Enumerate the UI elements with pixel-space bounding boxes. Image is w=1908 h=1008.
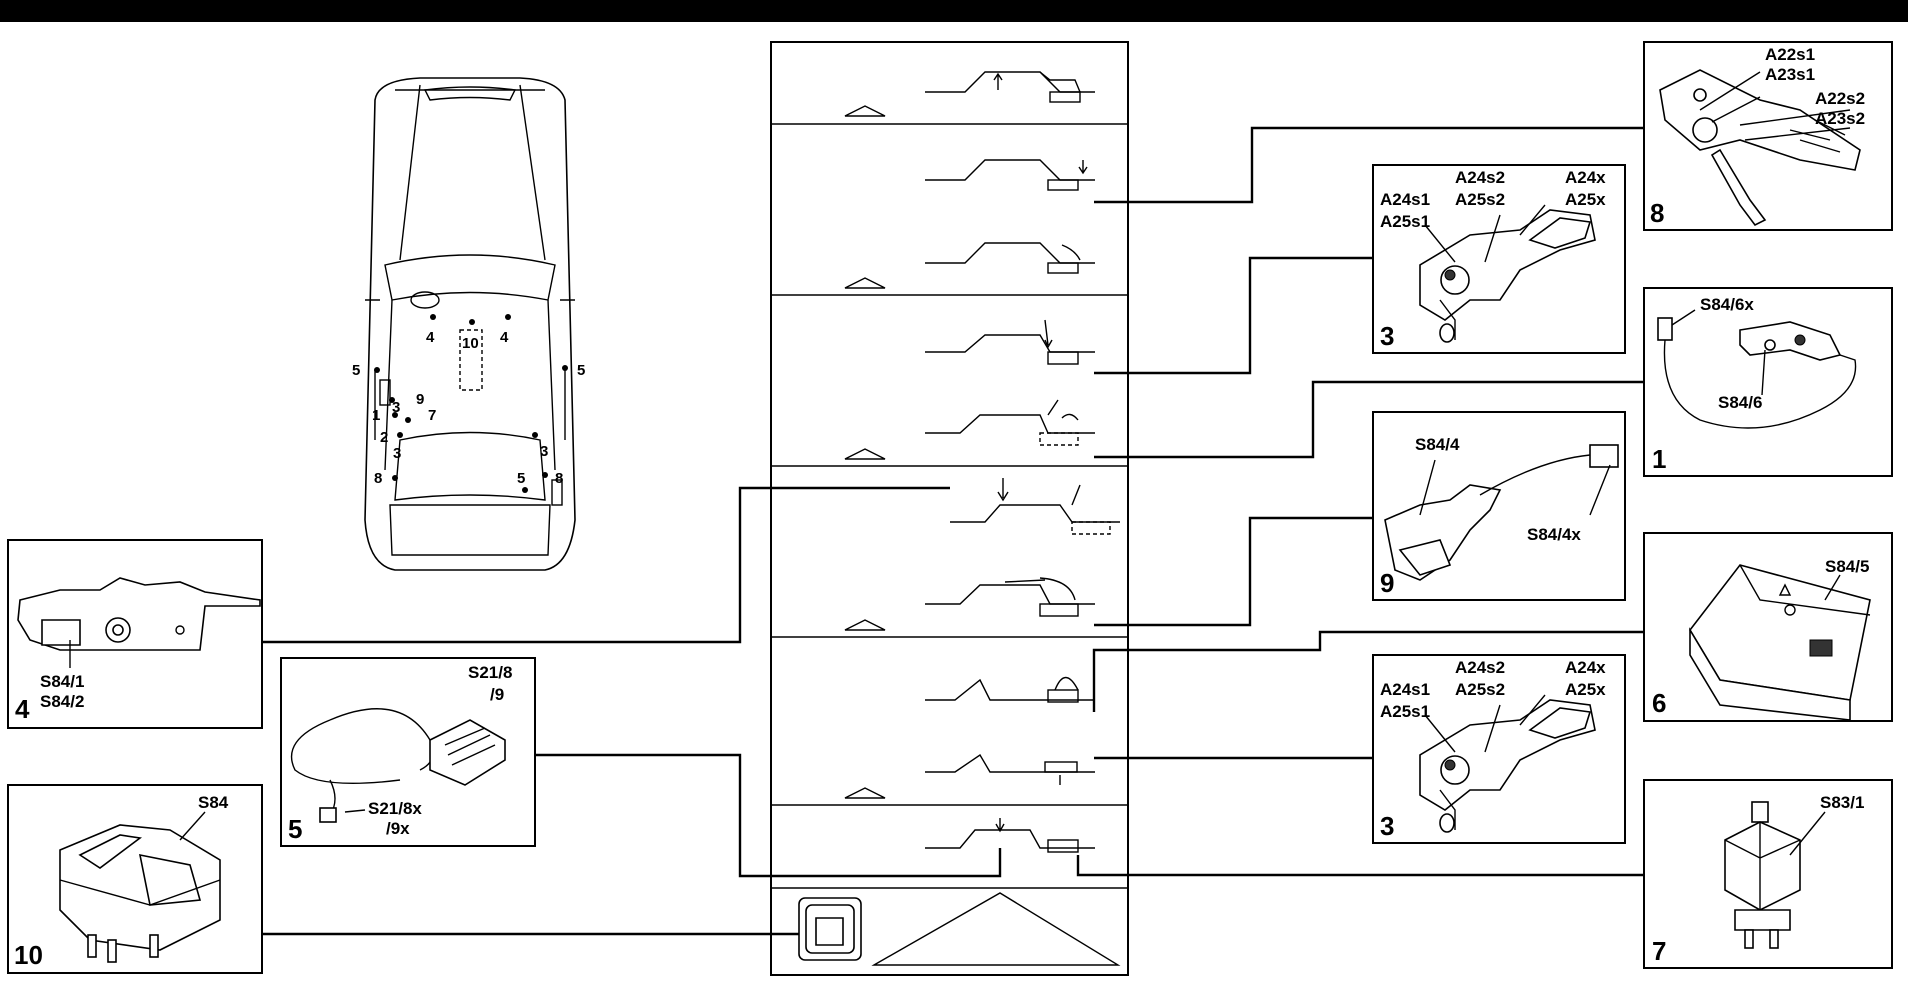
car-top-view: 4 10 4 5 5 1 3 9 2 7 3 3 8 5 8 [352, 77, 585, 571]
label-S21-8: S21/8 [468, 663, 512, 682]
sequence-step-8 [925, 676, 1095, 703]
label-S21-8x: S21/8x [368, 799, 422, 818]
panel-7: S83/1 7 [1643, 779, 1893, 969]
car-marker-7: 7 [428, 407, 436, 424]
car-marker-3-right: 3 [540, 443, 548, 460]
panel-number-3-bottom: 3 [1380, 811, 1394, 841]
label-A25x-b: A25x [1565, 680, 1606, 699]
sequence-step-1 [925, 71, 1095, 103]
panel-number-8: 8 [1650, 198, 1664, 228]
panel-3-bottom: A24s1 A25s1 A24s2 A25s2 A24x A25x 3 [1372, 654, 1626, 844]
sequence-step-7 [925, 577, 1095, 617]
car-marker-8-left: 8 [374, 470, 382, 487]
panel-5: S21/8 /9 S21/8x /9x 5 [280, 657, 536, 847]
sequence-step-5 [925, 399, 1095, 446]
open-roof-triangle [871, 892, 1121, 966]
label-S84: S84 [198, 793, 229, 812]
label-A24s1-b: A24s1 [1380, 680, 1430, 699]
label-A25x: A25x [1565, 190, 1606, 209]
panel-number-1: 1 [1652, 444, 1666, 474]
car-marker-5-left: 5 [352, 362, 360, 379]
label-A25s1: A25s1 [1380, 212, 1430, 231]
label-A24x: A24x [1565, 168, 1606, 187]
label-S84-4x: S84/4x [1527, 525, 1581, 544]
panel-number-5: 5 [288, 814, 302, 844]
car-marker-5-rear: 5 [517, 470, 525, 487]
label-S84-6x: S84/6x [1700, 295, 1754, 314]
label-S84-6: S84/6 [1718, 393, 1762, 412]
label-S84-4: S84/4 [1415, 435, 1460, 454]
label-A24s1: A24s1 [1380, 190, 1430, 209]
panel-6: S84/5 6 [1643, 532, 1893, 722]
panel-8: A22s1 A23s1 A22s2 A23s2 8 [1643, 41, 1893, 231]
panel-1: S84/6x S84/6 1 [1643, 287, 1893, 477]
label-A22s1: A22s1 [1765, 45, 1815, 64]
label-A22s2: A22s2 [1815, 89, 1865, 108]
label-S83-1: S83/1 [1820, 793, 1864, 812]
car-marker-5-right: 5 [577, 362, 585, 379]
car-marker-3-left-lower: 3 [393, 445, 401, 462]
label-A25s1-b: A25s1 [1380, 702, 1430, 721]
car-marker-2: 2 [380, 429, 388, 446]
label-A23s2: A23s2 [1815, 109, 1865, 128]
label-A24x-b: A24x [1565, 658, 1606, 677]
label-S84-2: S84/2 [40, 692, 84, 711]
sequence-step-2 [925, 159, 1095, 191]
label-A24s2: A24s2 [1455, 168, 1505, 187]
label-A25s2: A25s2 [1455, 190, 1505, 209]
panel-number-7: 7 [1652, 936, 1666, 966]
top-band [0, 0, 1908, 22]
panel-number-6: 6 [1652, 688, 1666, 718]
label-A25s2-b: A25s2 [1455, 680, 1505, 699]
sequence-step-3 [925, 242, 1095, 274]
car-marker-4-left: 4 [426, 329, 435, 346]
label-slash-9: /9 [490, 685, 504, 704]
panel-4: S84/1 S84/2 4 [7, 539, 263, 729]
sequence-step-10 [925, 818, 1095, 853]
panel-number-9: 9 [1380, 568, 1394, 598]
car-marker-10: 10 [462, 335, 479, 352]
sequence-step-9 [925, 754, 1095, 785]
label-S84-1: S84/1 [40, 672, 84, 691]
car-marker-8-right: 8 [555, 470, 563, 487]
panel-number-3-top: 3 [1380, 321, 1394, 351]
label-A24s2-b: A24s2 [1455, 658, 1505, 677]
panel-9: S84/4 S84/4x 9 [1372, 411, 1626, 601]
label-slash-9x: /9x [386, 819, 410, 838]
panel-number-10: 10 [14, 940, 43, 970]
panel-3-top: A24s1 A25s1 A24s2 A25s2 A24x A25x 3 [1372, 164, 1626, 354]
connector-lines [262, 126, 1644, 936]
sequence-step-4 [925, 319, 1095, 365]
panel-10: S84 10 [7, 784, 263, 974]
sequence-step-6 [950, 478, 1120, 535]
roof-sequence-column [770, 41, 1129, 976]
car-marker-3-left-upper: 3 [392, 399, 400, 416]
car-marker-1: 1 [372, 407, 380, 424]
label-A23s1: A23s1 [1765, 65, 1815, 84]
car-marker-4-right: 4 [500, 329, 509, 346]
label-S84-5: S84/5 [1825, 557, 1869, 576]
panel-number-4: 4 [15, 694, 30, 724]
car-marker-9: 9 [416, 391, 424, 408]
sequence-end [798, 892, 1121, 966]
